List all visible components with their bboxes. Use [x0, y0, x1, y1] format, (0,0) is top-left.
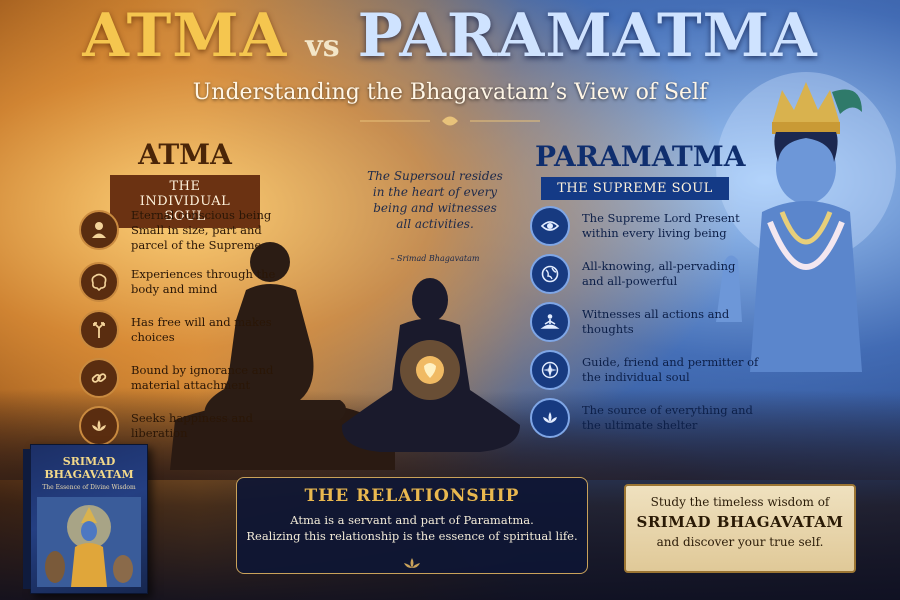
list-item-text: The Supreme Lord Present within every li… [582, 211, 740, 240]
meditating-figure-icon [530, 302, 570, 342]
book-cover: SRIMAD BHAGAVATAM The Essence of Divine … [23, 444, 148, 594]
supersoul-quote: The Supersoul resides in the heart of ev… [367, 169, 503, 231]
compass-icon [530, 350, 570, 390]
list-item: The Supreme Lord Present within every li… [530, 202, 760, 250]
list-item: Guide, friend and permitter of the indiv… [530, 346, 760, 394]
brain-icon [79, 262, 119, 302]
study-callout: Study the timeless wisdom of SRIMAD BHAG… [624, 484, 856, 573]
title-atma: ATMA [82, 1, 288, 71]
title-paramatma: PARAMATMA [357, 1, 818, 71]
study-line-3: and discover your true self. [656, 535, 824, 549]
list-item-text: All-knowing, all-pervading and all-power… [582, 259, 736, 288]
book-cover-art [37, 497, 141, 587]
book-title: SRIMAD BHAGAVATAM [44, 455, 134, 481]
list-item: The source of everything and the ultimat… [530, 394, 760, 442]
list-item: Has free will and makes choices [79, 306, 289, 354]
list-item-text: Eternal conscious being Small in size, p… [131, 207, 272, 252]
list-item: Experiences through the body and mind [79, 258, 289, 306]
chain-link-icon [79, 358, 119, 398]
list-item-text: Witnesses all actions and thoughts [582, 307, 730, 336]
atma-list: Eternal conscious being Small in size, p… [79, 202, 289, 450]
list-item-text: Experiences through the body and mind [131, 267, 276, 296]
person-icon [79, 210, 119, 250]
globe-icon [530, 254, 570, 294]
relationship-line-2: Realizing this relationship is the essen… [246, 529, 578, 543]
study-line-1: Study the timeless wisdom of [650, 495, 830, 509]
paramatma-ribbon: THE SUPREME SOUL [541, 177, 729, 200]
list-item-text: Bound by ignorance and material attachme… [131, 363, 274, 392]
list-item-text: Guide, friend and permitter of the indiv… [582, 355, 759, 384]
relationship-line-1: Atma is a servant and part of Paramatma. [290, 513, 534, 527]
atma-heading: ATMA [138, 138, 232, 171]
atma-heading-block: ATMA THE INDIVIDUAL SOUL [110, 138, 260, 228]
list-item: Witnesses all actions and thoughts [530, 298, 760, 346]
quote-source: – Srimad Bhagavatam [390, 254, 480, 263]
lotus-icon [530, 398, 570, 438]
title-vs: vs [305, 29, 340, 64]
atma-ribbon: THE INDIVIDUAL SOUL [110, 175, 260, 228]
list-item-text: The source of everything and the ultimat… [582, 403, 753, 432]
lotus-icon [79, 406, 119, 446]
list-item-text: Has free will and makes choices [131, 315, 272, 344]
arrows-icon [79, 310, 119, 350]
paramatma-heading: PARAMATMA [535, 140, 746, 173]
title-flourish-ornament [360, 116, 540, 126]
lotus-ornament-icon [404, 558, 420, 568]
list-item: Eternal conscious being Small in size, p… [79, 202, 289, 258]
list-item: All-knowing, all-pervading and all-power… [530, 250, 760, 298]
subtitle: Understanding the Bhagavatam’s View of S… [192, 80, 708, 105]
list-item: Seeks happiness and liberation [79, 402, 289, 450]
list-item-text: Seeks happiness and liberation [131, 411, 253, 440]
paramatma-list: The Supreme Lord Present within every li… [530, 202, 760, 442]
book-subtitle: The Essence of Divine Wisdom [42, 484, 136, 491]
book-spine [23, 449, 31, 589]
krishna-illustration [716, 72, 896, 372]
relationship-panel: THE RELATIONSHIP Atma is a servant and p… [236, 477, 588, 574]
paramatma-heading-block: PARAMATMA THE SUPREME SOUL [535, 140, 746, 200]
study-line-2: SRIMAD BHAGAVATAM [636, 513, 844, 531]
relationship-heading: THE RELATIONSHIP [304, 486, 520, 506]
list-item: Bound by ignorance and material attachme… [79, 354, 289, 402]
eye-icon [530, 206, 570, 246]
